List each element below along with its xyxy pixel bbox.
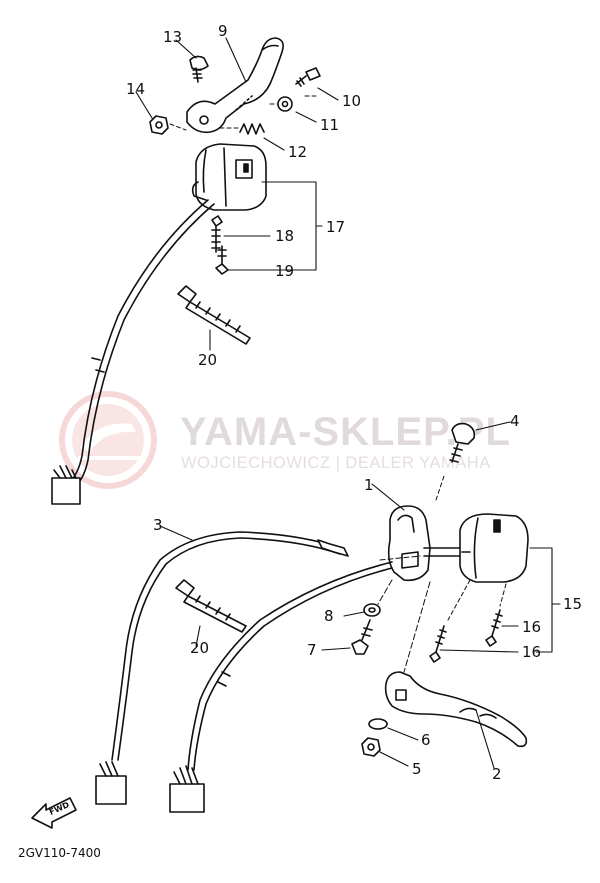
callout-8: 8 [324, 607, 334, 625]
collar-11 [277, 96, 293, 112]
upper-lever-9 [186, 37, 284, 134]
cable-3 [95, 531, 349, 805]
left-switch-17 [191, 143, 267, 211]
callout-7: 7 [307, 641, 317, 659]
spring-12 [239, 123, 265, 135]
callout-3: 3 [153, 516, 163, 534]
callout-leaders [135, 37, 561, 769]
callout-13: 13 [163, 28, 183, 46]
callout-15: 15 [563, 595, 583, 613]
callout-20-lower: 20 [190, 639, 210, 657]
screw-18 [211, 215, 223, 253]
callout-2: 2 [492, 765, 502, 783]
callout-6: 6 [421, 731, 431, 749]
callout-20-upper: 20 [198, 351, 218, 369]
washer-8 [363, 603, 381, 617]
nut-5 [361, 737, 381, 757]
callout-16-upper: 16 [522, 618, 542, 636]
cable-tie-20-upper [177, 285, 251, 345]
cable-tie-20-lower [175, 579, 247, 633]
callout-1: 1 [364, 476, 374, 494]
callout-17: 17 [326, 218, 346, 236]
drawing-code: 2GV110-7400 [18, 846, 101, 860]
bolt-13 [189, 55, 209, 83]
bolt-7 [351, 619, 373, 655]
callout-5: 5 [412, 760, 422, 778]
callout-18: 18 [275, 227, 295, 245]
screw-16a [485, 609, 503, 647]
callout-16-lower: 16 [522, 643, 542, 661]
callout-9: 9 [218, 22, 228, 40]
callout-12: 12 [288, 143, 308, 161]
callout-14: 14 [126, 80, 146, 98]
screw-16b [429, 625, 447, 663]
brake-lever-2 [384, 671, 528, 748]
callout-4: 4 [510, 412, 520, 430]
fwd-arrow-icon [31, 797, 77, 829]
callout-11: 11 [320, 116, 340, 134]
nut-14 [149, 115, 169, 135]
right-switch-15 [459, 513, 529, 583]
callout-10: 10 [342, 92, 362, 110]
watermark-subtitle: WOJCIECHOWICZ | DEALER YAMAHA [181, 454, 491, 472]
screw-19 [215, 245, 229, 275]
callout-19: 19 [275, 262, 295, 280]
bolt-10 [295, 67, 321, 87]
wire-harness-lower [169, 561, 393, 813]
master-holder-1 [387, 475, 445, 582]
oring-6 [368, 718, 388, 730]
wire-harness-upper [51, 199, 215, 505]
bolt-4 [449, 422, 476, 463]
